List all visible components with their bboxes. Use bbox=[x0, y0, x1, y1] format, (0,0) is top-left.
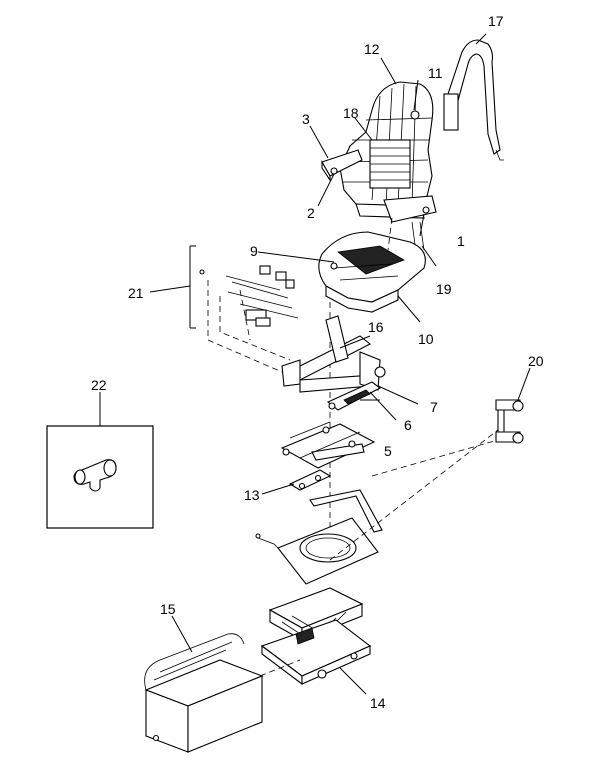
callout-6: 6 bbox=[404, 417, 412, 433]
mount-bracket bbox=[288, 469, 332, 491]
air-fittings bbox=[495, 399, 524, 444]
callout-17: 17 bbox=[488, 13, 504, 29]
seat-suspension bbox=[260, 587, 372, 686]
callout-10: 10 bbox=[418, 331, 434, 347]
callout-22: 22 bbox=[91, 377, 107, 393]
callout-18: 18 bbox=[343, 105, 359, 121]
box-leader bbox=[259, 659, 301, 677]
callout-14: 14 bbox=[370, 695, 386, 711]
swivel-plate bbox=[255, 489, 383, 585]
callout-12: 12 bbox=[364, 41, 380, 57]
callout-16: 16 bbox=[368, 319, 384, 335]
armrest-left bbox=[321, 149, 363, 182]
callout-13: 13 bbox=[244, 487, 260, 503]
slide-plate bbox=[280, 421, 376, 469]
seat-cushion bbox=[318, 231, 426, 313]
callout-3: 3 bbox=[302, 111, 310, 127]
detail-view-22 bbox=[46, 425, 154, 529]
cushion-hardware-kit bbox=[189, 245, 299, 373]
seat-back bbox=[339, 81, 434, 219]
fitting-leaders bbox=[329, 429, 499, 561]
headrest-frame bbox=[443, 39, 504, 161]
callout-1: 1 bbox=[457, 233, 465, 249]
seat-frame bbox=[281, 315, 386, 393]
callout-20: 20 bbox=[528, 353, 544, 369]
callout-7: 7 bbox=[430, 399, 438, 415]
callout-15: 15 bbox=[160, 601, 176, 617]
armrest-right bbox=[383, 195, 437, 223]
assembly-centerline bbox=[329, 217, 393, 540]
storage-box bbox=[144, 633, 264, 753]
callout-21: 21 bbox=[128, 285, 144, 301]
slide-rail-assembly bbox=[326, 381, 382, 411]
callout-19: 19 bbox=[436, 281, 452, 297]
callout-5: 5 bbox=[384, 443, 392, 459]
callout-9: 9 bbox=[250, 243, 258, 259]
callout-11: 11 bbox=[428, 65, 443, 81]
callout-2: 2 bbox=[307, 205, 315, 221]
leader-lines bbox=[99, 33, 531, 695]
